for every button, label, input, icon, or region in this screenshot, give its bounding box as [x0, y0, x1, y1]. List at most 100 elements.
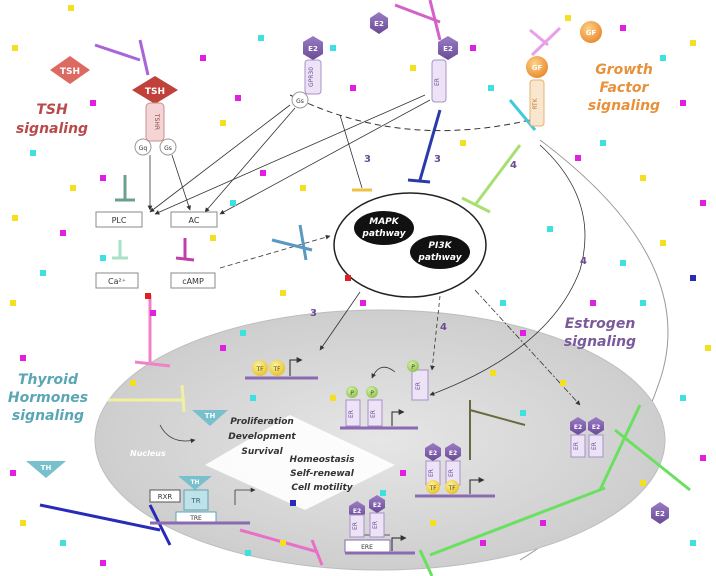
estrogen-signaling-label: Estrogen signaling	[564, 316, 636, 350]
camp-box: cAMP	[170, 272, 216, 289]
svg-text:P: P	[370, 390, 374, 397]
svg-text:Development: Development	[228, 432, 296, 442]
svg-text:E2: E2	[429, 450, 437, 457]
svg-text:PLC: PLC	[112, 216, 127, 225]
svg-text:E2: E2	[443, 45, 453, 53]
svg-text:RXR: RXR	[158, 493, 173, 501]
svg-text:GF: GF	[586, 29, 597, 37]
svg-text:E2: E2	[308, 45, 318, 53]
svg-text:ER: ER	[428, 469, 435, 477]
mapk-label: MAPK	[369, 217, 400, 227]
svg-text:Ca²⁺: Ca²⁺	[108, 277, 126, 286]
pi3k-label-2: pathway	[417, 253, 462, 263]
svg-text:Gs: Gs	[296, 98, 304, 105]
gf-ligand: GF	[580, 21, 602, 43]
tf-complex: TF TF	[245, 357, 318, 380]
svg-text:Thyroid: Thyroid	[18, 372, 79, 388]
mapk-oval	[354, 211, 414, 245]
svg-text:Cell motility: Cell motility	[291, 483, 353, 493]
svg-text:3: 3	[364, 154, 371, 165]
svg-text:signaling: signaling	[12, 408, 84, 424]
svg-text:ER: ER	[573, 442, 580, 450]
er-tf-complex: E2 E2 ER ER TF TF	[415, 443, 495, 498]
svg-text:4: 4	[510, 160, 517, 171]
svg-text:Proliferation: Proliferation	[230, 417, 294, 427]
svg-text:TSH: TSH	[36, 102, 68, 118]
svg-text:TH: TH	[190, 479, 199, 486]
svg-text:4: 4	[440, 322, 447, 333]
e2-ligand-top: E2	[370, 12, 388, 34]
svg-text:TH: TH	[205, 412, 216, 420]
svg-text:RTK: RTK	[532, 97, 539, 109]
svg-text:TF: TF	[428, 485, 437, 492]
svg-text:TSH: TSH	[60, 67, 80, 77]
ac-box: AC	[170, 211, 218, 228]
gpr30-receptor: E2 GPR30 Gs	[291, 36, 323, 109]
svg-text:TR: TR	[190, 497, 200, 505]
svg-text:GPR30: GPR30	[308, 67, 315, 87]
svg-text:3: 3	[434, 154, 441, 165]
inhibition-lines	[39, 0, 691, 576]
th-ligand-outside: TH	[26, 461, 66, 478]
svg-text:Self-renewal: Self-renewal	[290, 469, 355, 479]
er-cytoplasm-complex: E2 E2 ER ER	[570, 417, 604, 458]
svg-text:E2: E2	[353, 508, 361, 515]
rtk-receptor: GF RTK	[526, 56, 548, 127]
nucleus-label: Nucleus	[130, 449, 166, 458]
er-single-p: ER P	[407, 360, 429, 401]
ere-complex: E2 E2 ER ER ERE	[344, 495, 415, 555]
svg-text:ER: ER	[348, 410, 355, 418]
step-numbers: 3 3 4 3 4 4	[310, 154, 587, 333]
svg-text:ER: ER	[370, 410, 377, 418]
confetti-dots	[10, 5, 711, 566]
outcomes-1: Proliferation Development Survival	[228, 417, 296, 457]
mapk-label-2: pathway	[361, 229, 406, 239]
er-membrane-receptor: E2 ER	[431, 36, 458, 103]
svg-text:signaling: signaling	[564, 334, 636, 350]
svg-text:signaling: signaling	[588, 98, 660, 114]
plc-box: PLC	[95, 211, 143, 228]
calcium-box: Ca²⁺	[95, 272, 139, 289]
svg-text:Growth: Growth	[595, 62, 653, 78]
svg-text:AC: AC	[189, 216, 200, 225]
tsh-ligand: TSH	[132, 76, 178, 104]
svg-text:E2: E2	[574, 424, 582, 431]
svg-text:E2: E2	[655, 510, 665, 518]
svg-text:P: P	[411, 364, 415, 371]
svg-text:ER: ER	[591, 442, 598, 450]
svg-text:E2: E2	[374, 20, 384, 28]
svg-text:E2: E2	[592, 424, 600, 431]
svg-text:E2: E2	[449, 450, 457, 457]
svg-text:3: 3	[310, 308, 317, 319]
svg-text:ER: ER	[434, 78, 441, 86]
svg-text:ER: ER	[448, 469, 455, 477]
svg-text:TSH: TSH	[145, 87, 165, 97]
er-dimer-p: ER ER P P	[340, 386, 418, 430]
tsh-ligand-faded: TSH	[50, 56, 90, 84]
svg-text:ERE: ERE	[361, 544, 373, 551]
outcomes-2: Homeostasis Self-renewal Cell motility	[290, 455, 356, 493]
thyroid-signaling-label: Thyroid Hormones signaling	[8, 372, 88, 424]
pathway-circle: MAPK pathway PI3K pathway	[333, 192, 487, 298]
svg-text:TF: TF	[272, 366, 281, 373]
svg-text:Survival: Survival	[241, 447, 283, 457]
svg-text:Gq: Gq	[139, 145, 148, 152]
svg-text:TH: TH	[41, 464, 52, 472]
svg-text:Hormones: Hormones	[8, 390, 88, 406]
svg-text:signaling: signaling	[16, 121, 88, 137]
pi3k-label: PI3K	[428, 241, 452, 251]
svg-text:E2: E2	[373, 502, 381, 509]
th-ligand-cytoplasm: TH	[192, 410, 228, 426]
e2-ligand-bottom: E2	[651, 502, 669, 524]
tshr-receptor: TSHR Gq Gs	[134, 102, 177, 156]
nucleus	[94, 309, 666, 571]
tr-rxr-complex: TH RXR TR TRE	[149, 476, 250, 525]
svg-text:Estrogen: Estrogen	[565, 316, 636, 332]
svg-text:TSHR: TSHR	[153, 113, 160, 130]
svg-text:TF: TF	[447, 485, 456, 492]
tsh-signaling-label: TSH signaling	[16, 102, 88, 137]
growth-factor-signaling-label: Growth Factor signaling	[588, 62, 660, 114]
svg-text:P: P	[350, 390, 354, 397]
svg-text:TF: TF	[255, 366, 264, 373]
svg-text:ER: ER	[415, 382, 422, 390]
